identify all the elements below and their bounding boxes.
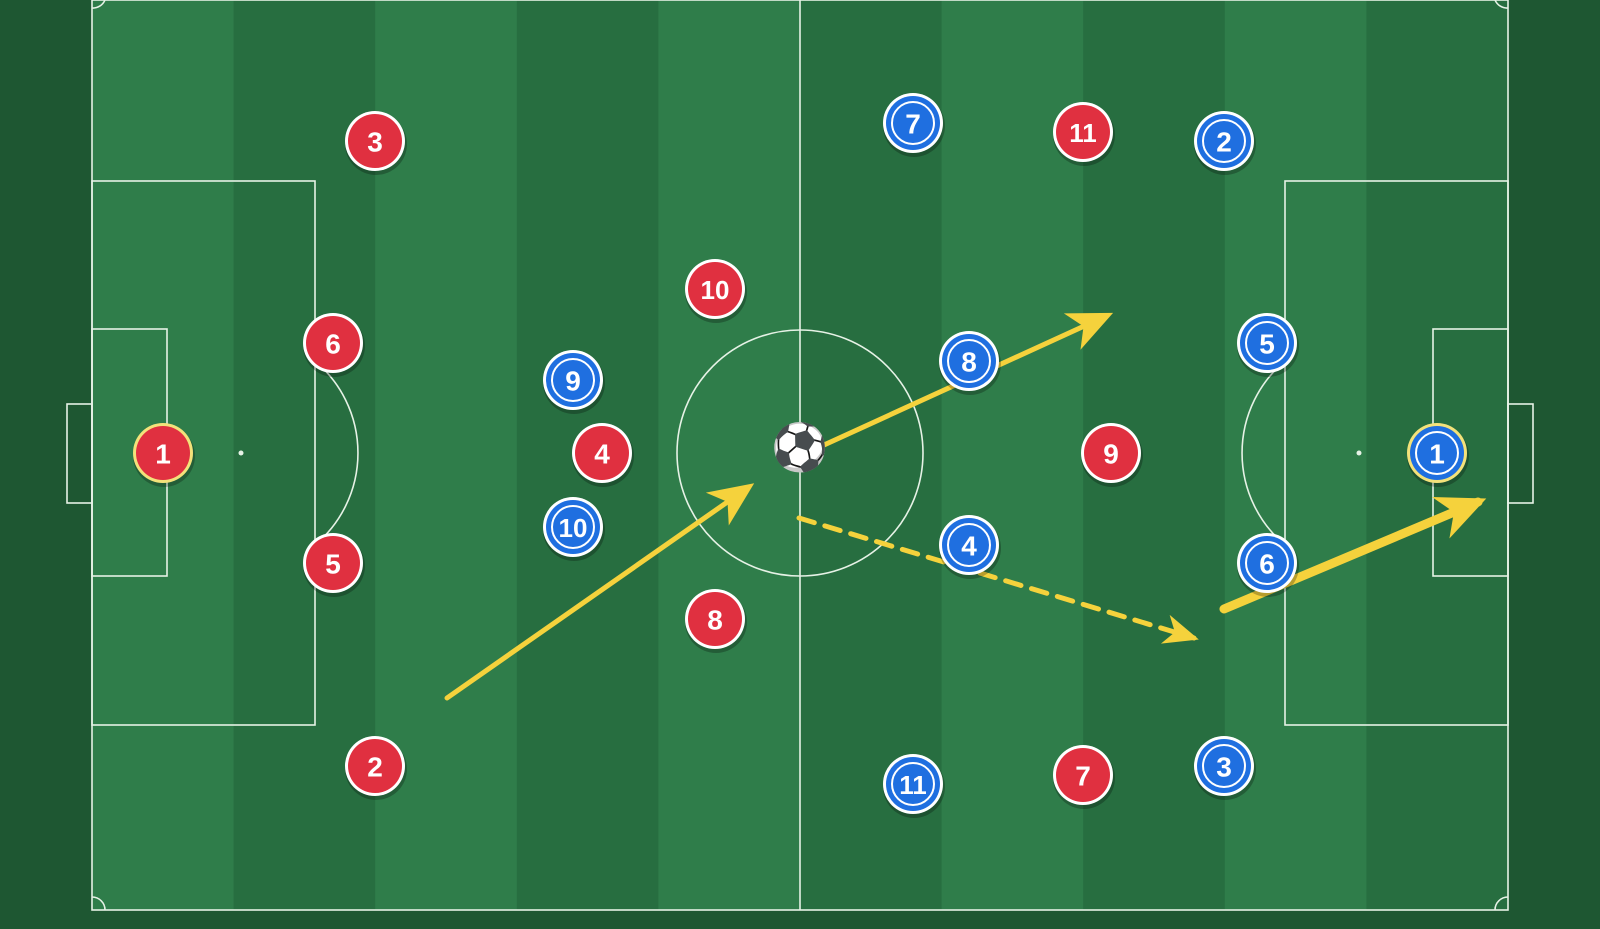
team_blue-player-4[interactable]: 4 xyxy=(939,515,1001,579)
team_blue-player-9[interactable]: 9 xyxy=(543,350,605,414)
player-disc xyxy=(1056,105,1110,159)
player-number: 1 xyxy=(1429,439,1445,470)
team_red-player-4[interactable]: 4 xyxy=(572,423,634,487)
team-blue-players: 1 2 3 4 5 6 7 8 9 10 11 xyxy=(543,93,1469,818)
player-number: 2 xyxy=(1216,127,1232,158)
player-number: 6 xyxy=(325,329,341,360)
player-inner-ring xyxy=(947,523,991,567)
player-disc xyxy=(1240,536,1294,590)
player-inner-ring xyxy=(1202,119,1246,163)
player-disc xyxy=(886,96,940,150)
soccer-ball-icon: ⚽ xyxy=(769,420,828,474)
player-number: 8 xyxy=(707,605,723,636)
left-penalty-spot xyxy=(238,450,244,456)
player-disc xyxy=(136,426,190,480)
player-disc xyxy=(688,592,742,646)
player-inner-ring xyxy=(891,101,935,145)
team_blue-player-7[interactable]: 7 xyxy=(883,93,945,157)
team_red-player-2[interactable]: 2 xyxy=(345,736,407,800)
player-number: 8 xyxy=(961,347,977,378)
run-arrow xyxy=(444,483,755,701)
player-number: 11 xyxy=(899,770,927,800)
player-number: 9 xyxy=(565,366,581,397)
right-penalty-arc xyxy=(1241,360,1286,546)
team_blue-player-1[interactable]: 1 xyxy=(1407,423,1469,487)
team_red-player-7[interactable]: 7 xyxy=(1053,745,1115,809)
corner-arc-bottom-right xyxy=(1494,896,1509,911)
player-disc xyxy=(306,536,360,590)
player-disc xyxy=(546,353,600,407)
pitch-stripe xyxy=(658,0,801,910)
team_blue-player-8[interactable]: 8 xyxy=(939,331,1001,395)
player-disc xyxy=(688,262,742,316)
team-red-players: 1 2 3 4 5 6 7 8 9 10 11 xyxy=(133,102,1143,809)
player-number: 11 xyxy=(1069,118,1097,148)
player-disc xyxy=(1084,426,1138,480)
player-number: 7 xyxy=(1075,761,1091,792)
player-number: 5 xyxy=(325,549,341,580)
player-number: 3 xyxy=(367,127,383,158)
team_red-player-8[interactable]: 8 xyxy=(685,589,747,653)
player-number: 4 xyxy=(961,531,977,562)
player-inner-ring xyxy=(1415,431,1459,475)
player-disc xyxy=(575,426,629,480)
player-number: 5 xyxy=(1259,329,1275,360)
player-number: 1 xyxy=(155,439,171,470)
right-penalty-spot xyxy=(1356,450,1362,456)
team_red-player-9[interactable]: 9 xyxy=(1081,423,1143,487)
dashed-pass-arrow xyxy=(796,515,1199,644)
player-number: 2 xyxy=(367,752,383,783)
player-disc xyxy=(1197,114,1251,168)
team_red-player-6[interactable]: 6 xyxy=(303,313,365,377)
soccer-ball[interactable]: ⚽ xyxy=(769,420,828,474)
player-number: 9 xyxy=(1103,439,1119,470)
player-inner-ring xyxy=(1202,744,1246,788)
team_red-player-5[interactable]: 5 xyxy=(303,533,365,597)
right-goal xyxy=(1507,403,1534,504)
player-disc xyxy=(1197,739,1251,793)
player-disc xyxy=(306,316,360,370)
player-disc xyxy=(348,739,402,793)
corner-arc-top-left xyxy=(91,0,106,9)
player-inner-ring xyxy=(1245,541,1289,585)
team_blue-player-6[interactable]: 6 xyxy=(1237,533,1299,597)
corner-arc-bottom-left xyxy=(91,896,106,911)
player-number: 3 xyxy=(1216,752,1232,783)
team_red-player-3[interactable]: 3 xyxy=(345,111,407,175)
player-disc xyxy=(942,518,996,572)
left-penalty-arc xyxy=(314,360,359,546)
player-disc xyxy=(546,500,600,554)
player-disc xyxy=(1410,426,1464,480)
player-disc xyxy=(942,334,996,388)
team_blue-player-5[interactable]: 5 xyxy=(1237,313,1299,377)
player-number: 4 xyxy=(594,439,610,470)
player-number: 10 xyxy=(701,275,730,305)
player-number: 6 xyxy=(1259,549,1275,580)
team_blue-player-10[interactable]: 10 xyxy=(543,497,605,561)
team_blue-player-11[interactable]: 11 xyxy=(883,754,945,818)
team_red-player-1[interactable]: 1 xyxy=(133,423,195,487)
player-number: 7 xyxy=(905,109,921,140)
player-disc xyxy=(886,757,940,811)
player-inner-ring xyxy=(891,762,935,806)
corner-arc-top-right xyxy=(1494,0,1509,9)
team_red-player-10[interactable]: 10 xyxy=(685,259,747,323)
center-circle xyxy=(676,329,924,577)
player-inner-ring xyxy=(1245,321,1289,365)
player-inner-ring xyxy=(551,358,595,402)
player-disc xyxy=(1056,748,1110,802)
player-inner-ring xyxy=(551,505,595,549)
team_red-player-11[interactable]: 11 xyxy=(1053,102,1115,166)
team_blue-player-2[interactable]: 2 xyxy=(1194,111,1256,175)
player-disc xyxy=(348,114,402,168)
left-goal xyxy=(66,403,93,504)
player-inner-ring xyxy=(947,339,991,383)
player-disc xyxy=(1240,316,1294,370)
pitch-markings xyxy=(66,0,1534,911)
team_blue-player-3[interactable]: 3 xyxy=(1194,736,1256,800)
player-number: 10 xyxy=(559,513,588,543)
